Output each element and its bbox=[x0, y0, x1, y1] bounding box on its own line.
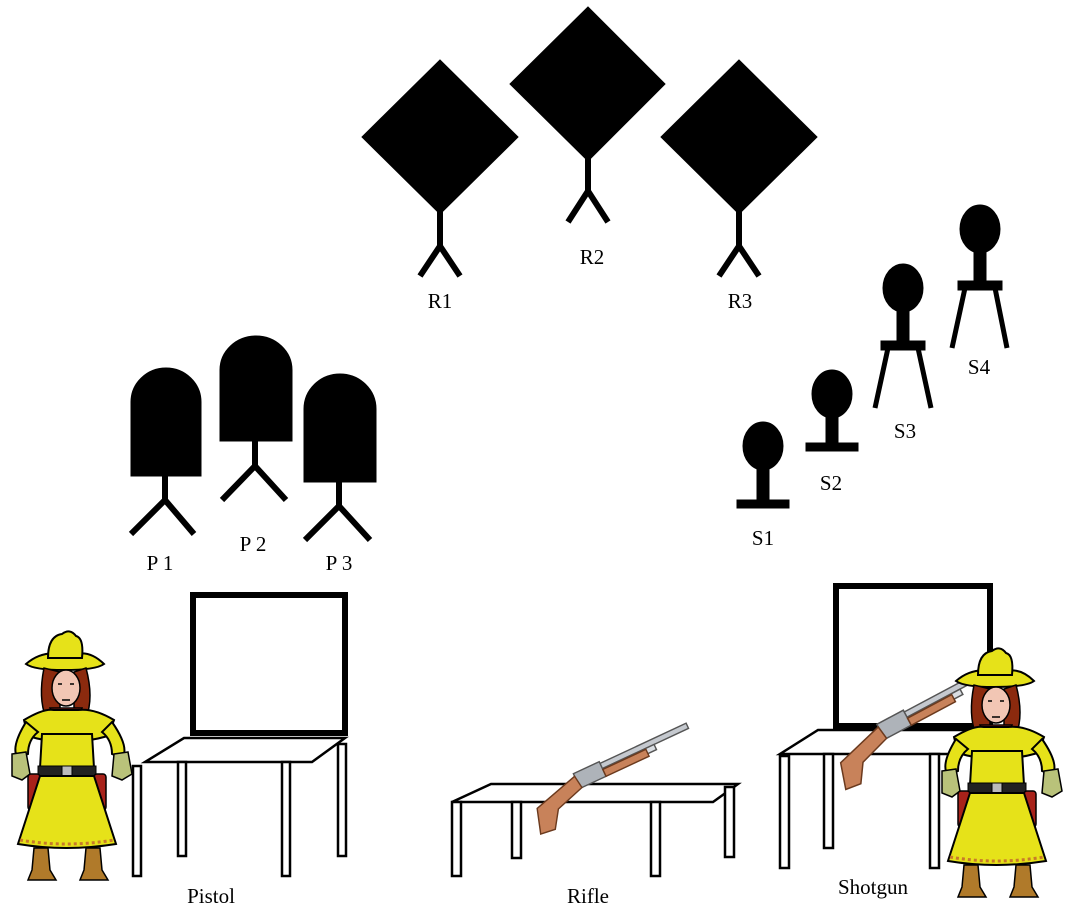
target-stand bbox=[128, 476, 197, 537]
rifle-target-r2 bbox=[509, 6, 666, 224]
shotgun-station bbox=[775, 583, 1064, 899]
rifle-station bbox=[450, 720, 742, 878]
label-s1: S1 bbox=[752, 526, 774, 550]
diamond-target-icon bbox=[509, 6, 666, 162]
rifle-target-r1 bbox=[361, 59, 519, 278]
station-label-pistol: Pistol bbox=[187, 884, 235, 908]
pistol-station bbox=[10, 592, 349, 882]
station-label-rifle: Rifle bbox=[567, 884, 609, 908]
shotgun-target-s3 bbox=[872, 263, 934, 409]
knockdown-plate-icon bbox=[811, 369, 853, 419]
cowgirl-icon bbox=[10, 629, 134, 882]
shotgun-targets bbox=[736, 204, 1010, 509]
rifle-target-r3 bbox=[660, 59, 818, 278]
target-stand bbox=[417, 210, 463, 278]
table-icon bbox=[131, 736, 349, 878]
rifle-targets bbox=[361, 6, 818, 278]
rounded-target-icon bbox=[130, 367, 202, 477]
label-s2: S2 bbox=[820, 471, 842, 495]
shotgun-target-s1 bbox=[736, 421, 790, 509]
rifle-icon bbox=[522, 720, 705, 837]
diamond-target-icon bbox=[660, 59, 818, 215]
rounded-target-icon bbox=[303, 373, 377, 483]
label-p2: P 2 bbox=[240, 532, 267, 556]
pistol-target-p1 bbox=[128, 367, 202, 537]
pistol-target-p2 bbox=[219, 335, 293, 503]
label-p1: P 1 bbox=[147, 551, 174, 575]
pistol-targets bbox=[128, 335, 377, 543]
label-r2: R2 bbox=[580, 245, 605, 269]
pistol-target-p3 bbox=[302, 373, 377, 543]
target-stand bbox=[716, 210, 762, 278]
target-stand bbox=[565, 157, 611, 224]
shotgun-backstop bbox=[833, 583, 993, 729]
shotgun-target-s4 bbox=[949, 204, 1010, 349]
station-label-shotgun: Shotgun bbox=[838, 875, 909, 899]
knockdown-plate-icon bbox=[959, 204, 1001, 254]
diamond-target-icon bbox=[361, 59, 519, 215]
knockdown-plate-icon bbox=[742, 421, 784, 471]
rounded-target-icon bbox=[219, 335, 293, 442]
label-r3: R3 bbox=[728, 289, 753, 313]
label-p3: P 3 bbox=[326, 551, 353, 575]
label-s3: S3 bbox=[894, 419, 916, 443]
target-stand bbox=[219, 441, 289, 503]
label-s4: S4 bbox=[968, 355, 991, 379]
label-r1: R1 bbox=[428, 289, 453, 313]
shotgun-target-s2 bbox=[805, 369, 859, 452]
target-stand bbox=[302, 482, 373, 543]
pistol-backstop bbox=[190, 592, 348, 736]
knockdown-plate-icon bbox=[882, 263, 924, 313]
table-icon bbox=[450, 782, 742, 878]
